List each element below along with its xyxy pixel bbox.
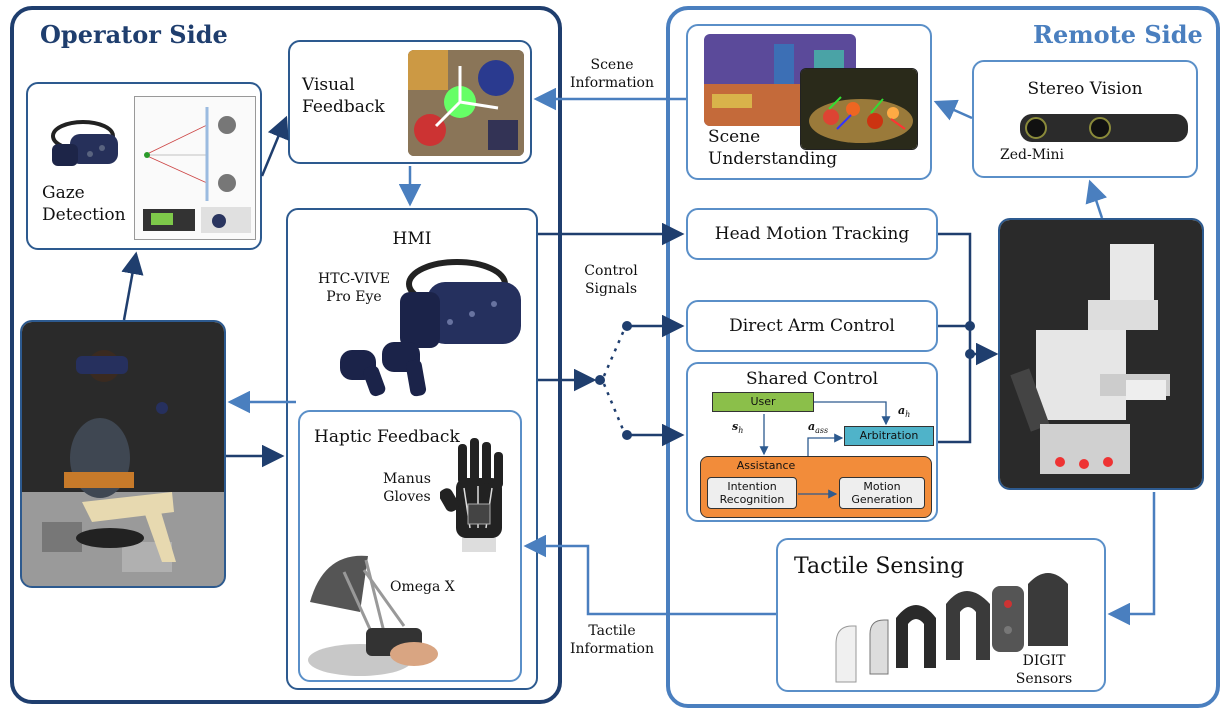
operator-side-title: Operator Side (40, 20, 228, 49)
gaze-geometry-figure (134, 96, 256, 240)
shared-control-box: Shared Control User Arbitration Assistan… (686, 362, 938, 522)
haptic-feedback-title: Haptic Feedback (314, 427, 460, 447)
scene-understanding-label: Scene Understanding (708, 127, 838, 169)
direct-arm-control-label: Direct Arm Control (729, 316, 895, 336)
digit-sensors-label: DIGIT Sensors (1015, 653, 1073, 687)
user-label: User (750, 395, 776, 408)
user-node: User (712, 392, 814, 412)
a-ass-base: a (808, 420, 816, 433)
scene-segmentation-image (800, 68, 918, 150)
shared-control-title: Shared Control (745, 369, 879, 389)
a-h-base: a (898, 404, 906, 417)
robot-photo (998, 218, 1204, 490)
stereo-vision-box: Stereo Vision Zed-Mini (972, 60, 1198, 178)
visual-feedback-box: Visual Feedback (288, 40, 532, 164)
tactile-information-label: Tactile Information (569, 623, 655, 657)
hmi-title: HMI (392, 229, 432, 249)
a-h-subscript: h (905, 410, 911, 420)
assistance-node: Assistance Intention Recognition Motion … (700, 456, 932, 518)
arbitration-node: Arbitration (844, 426, 934, 446)
visual-feedback-label: Visual Feedback (302, 75, 385, 117)
direct-arm-control-box: Direct Arm Control (686, 300, 938, 352)
remote-side-panel (666, 6, 1220, 708)
tactile-sensing-title: Tactile Sensing (794, 554, 965, 579)
gaze-detection-box: Gaze Detection (26, 82, 262, 250)
s-h-subscript: h (738, 426, 744, 436)
htc-vive-image (322, 254, 532, 404)
shared-control-arrows (759, 401, 891, 499)
scene-understanding-box: Scene Understanding (686, 24, 932, 180)
htc-vive-label: HTC-VIVE Pro Eye (318, 271, 390, 305)
operator-photo (20, 320, 226, 588)
a-ass-subscript: ass (815, 426, 829, 436)
zed-mini-label: Zed-Mini (1000, 147, 1065, 163)
head-motion-tracking-box: Head Motion Tracking (686, 208, 938, 260)
scene-information-label: Scene Information (569, 57, 655, 91)
gaze-detection-label: Gaze Detection (42, 183, 126, 225)
manus-glove-image (439, 438, 518, 556)
digit-sensor-exploded-image (796, 564, 1086, 690)
omega-x-label: Omega X (390, 579, 455, 595)
a-h-symbol: ah (898, 404, 910, 419)
tactile-sensing-box: Tactile Sensing DIGIT Sensors (776, 538, 1106, 692)
vr-headset-image (42, 114, 124, 174)
motion-generation-node: Motion Generation (839, 477, 925, 509)
stereo-vision-title: Stereo Vision (1027, 79, 1143, 99)
head-motion-tracking-label: Head Motion Tracking (714, 224, 910, 244)
arbitration-label: Arbitration (859, 429, 919, 442)
assistance-label: Assistance (736, 459, 796, 472)
remote-side-title: Remote Side (1033, 20, 1203, 49)
visual-feedback-image (408, 50, 524, 156)
control-signals-label: Control Signals (584, 263, 638, 297)
omega-x-image (304, 542, 444, 680)
s-h-symbol: sh (732, 420, 743, 435)
operator-side-panel (10, 6, 562, 704)
zed-mini-camera-image (1018, 108, 1190, 148)
manus-gloves-label: Manus Gloves (383, 471, 431, 505)
a-ass-symbol: aass (808, 420, 828, 435)
s-h-base: s (732, 420, 739, 433)
intention-recognition-node: Intention Recognition (707, 477, 797, 509)
haptic-feedback-box: Haptic Feedback Manus Gloves Omega X (298, 410, 522, 682)
